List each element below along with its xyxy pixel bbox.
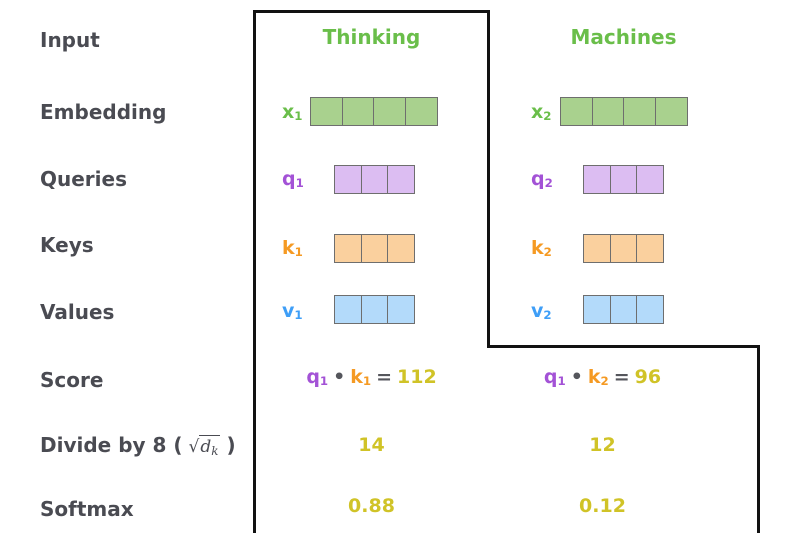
dot-operator: •	[570, 366, 583, 388]
score-value-col1: 112	[397, 366, 437, 388]
vector-cell	[583, 165, 611, 194]
value-vector-v2	[583, 295, 664, 324]
vector-cell	[387, 295, 415, 324]
divide-label-prefix: Divide by 8 (	[40, 433, 183, 457]
vector-cell	[560, 97, 593, 126]
row-label-softmax: Softmax	[40, 497, 134, 521]
vector-cell	[609, 295, 638, 324]
score-expression-col2: q1•k2=96	[485, 366, 720, 388]
sqrt-radical-sign: √	[188, 437, 200, 457]
vector-cell	[636, 295, 664, 324]
divided-score-col1: 14	[358, 434, 385, 456]
vector-cell	[609, 165, 638, 194]
query-vector-q2	[583, 165, 664, 194]
row-label-keys: Keys	[40, 233, 94, 257]
vector-cell	[334, 234, 362, 263]
embedding-vector-x1	[310, 97, 438, 126]
vector-cell	[636, 234, 664, 263]
frame-left-edge	[253, 10, 256, 533]
vector-cell	[373, 97, 406, 126]
query-label-q2: q2	[531, 168, 553, 191]
frame-top-edge	[253, 10, 490, 13]
embedding-vector-x2	[560, 97, 688, 126]
row-label-embedding: Embedding	[40, 100, 167, 124]
embedding-label-x2: x2	[531, 101, 552, 124]
softmax-value-col1: 0.88	[348, 495, 395, 517]
divided-score-col2: 12	[589, 434, 616, 456]
vector-cell	[591, 97, 625, 126]
vector-cell	[360, 165, 389, 194]
divide-label-suffix: )	[226, 433, 236, 457]
softmax-value-col2: 0.12	[579, 495, 626, 517]
query-vector-q1	[334, 165, 415, 194]
value-vector-v1	[334, 295, 415, 324]
key-vector-k1	[334, 234, 415, 263]
vector-cell	[310, 97, 343, 126]
column-header-thinking: Thinking	[322, 25, 421, 49]
key-vector-k2	[583, 234, 664, 263]
vector-cell	[360, 234, 389, 263]
frame-right-upper-edge	[487, 10, 490, 348]
value-label-v2: v2	[531, 300, 552, 323]
vector-cell	[387, 165, 415, 194]
score-q1-term: q1	[543, 366, 566, 389]
value-label-v1: v1	[282, 300, 303, 323]
score-k1-term: k1	[350, 366, 372, 389]
score-q1-term: q1	[306, 366, 329, 389]
equals-sign: =	[376, 366, 393, 388]
vector-cell	[334, 165, 362, 194]
vector-cell	[583, 295, 611, 324]
row-label-queries: Queries	[40, 167, 127, 191]
vector-cell	[583, 234, 611, 263]
embedding-label-x1: x1	[282, 101, 303, 124]
vector-cell	[334, 295, 362, 324]
equals-sign: =	[613, 366, 630, 388]
vector-cell	[387, 234, 415, 263]
sqrt-sub-k: k	[211, 443, 219, 458]
vector-cell	[654, 97, 688, 126]
score-expression-col1: q1•k1=112	[256, 366, 487, 388]
frame-step-edge	[487, 345, 760, 348]
score-k2-term: k2	[587, 366, 609, 389]
key-label-k1: k1	[282, 237, 303, 260]
key-label-k2: k2	[531, 237, 552, 260]
dot-operator: •	[333, 366, 346, 388]
sqrt-dk-formula: √dk	[188, 435, 221, 458]
vector-cell	[404, 97, 438, 126]
vector-cell	[341, 97, 375, 126]
query-label-q1: q1	[282, 168, 304, 191]
score-value-col2: 96	[634, 366, 662, 388]
vector-cell	[609, 234, 638, 263]
row-label-divide: Divide by 8 (√dk)	[40, 433, 236, 458]
vector-cell	[360, 295, 389, 324]
vector-cell	[623, 97, 656, 126]
vector-cell	[636, 165, 664, 194]
row-label-values: Values	[40, 300, 115, 324]
frame-right-lower-edge	[757, 345, 760, 533]
row-label-input: Input	[40, 28, 100, 52]
column-header-machines: Machines	[570, 25, 677, 49]
sqrt-base-d: d	[200, 437, 212, 457]
sqrt-radicand: dk	[199, 435, 221, 458]
row-label-score: Score	[40, 368, 104, 392]
